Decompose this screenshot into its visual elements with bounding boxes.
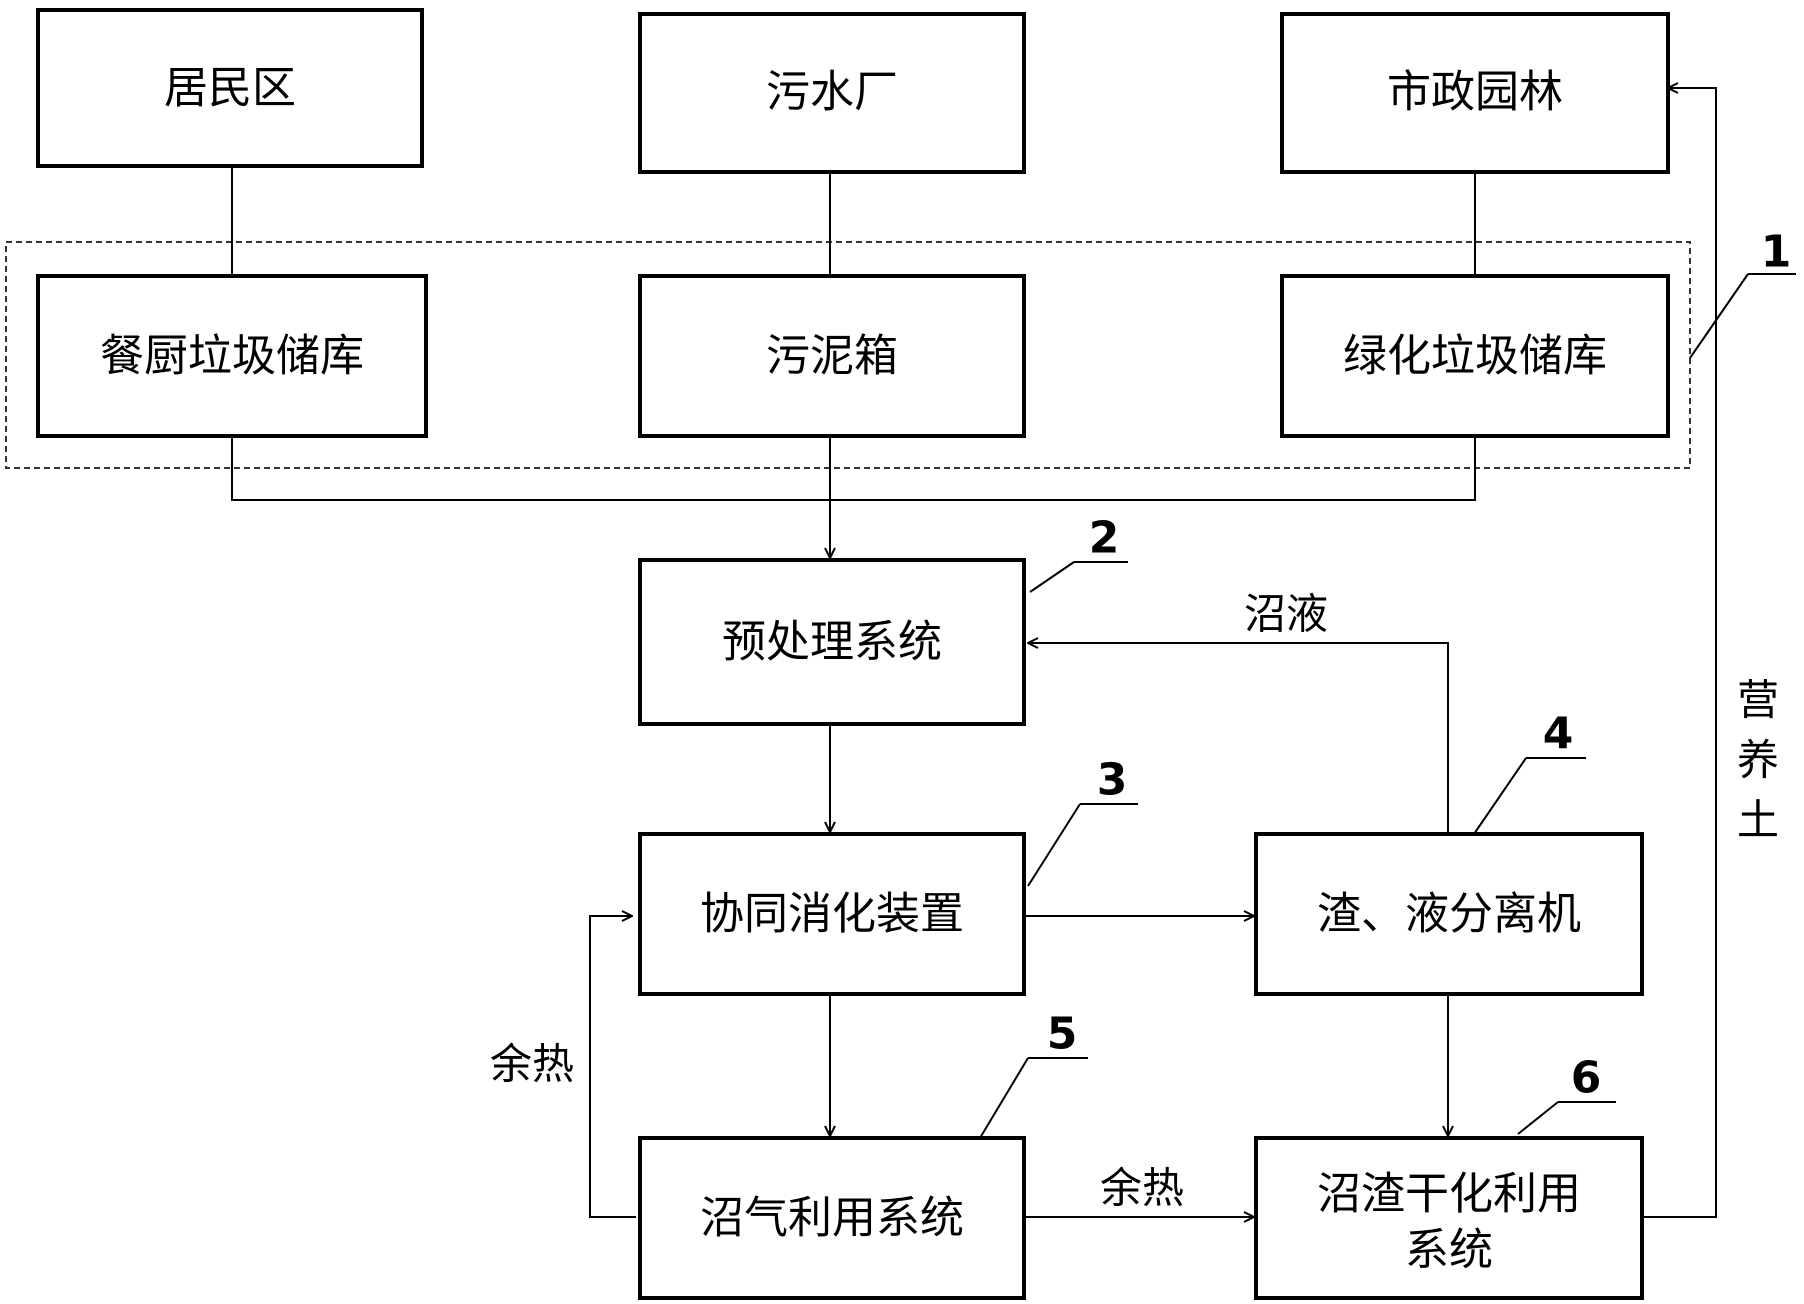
co-digestion-box[interactable]: 协同消化装置 — [638, 832, 1026, 996]
storage-group-dashed-frame — [5, 241, 1691, 469]
nutrient-soil-char-3: 土 — [1737, 796, 1779, 845]
collector-line — [231, 436, 1476, 501]
callout-3-leader — [1027, 803, 1081, 887]
nutrient-soil-char-1: 营 — [1737, 676, 1779, 725]
biogas-utilization-label: 沼气利用系统 — [700, 1193, 964, 1244]
sludge-tank-label: 污泥箱 — [766, 331, 898, 382]
residue-drying-label-line1: 沼渣干化利用 — [1317, 1169, 1581, 1220]
arrow-biogas-liquid-return — [1028, 643, 1449, 832]
municipal-garden-box[interactable]: 市政园林 — [1280, 12, 1670, 174]
callout-2-leader — [1029, 561, 1075, 593]
green-waste-storage-box[interactable]: 绿化垃圾储库 — [1280, 274, 1670, 438]
waste-heat-left-label: 余热 — [490, 1040, 574, 1089]
municipal-garden-label: 市政园林 — [1387, 67, 1563, 118]
callout-6-leader — [1517, 1101, 1559, 1135]
biogas-utilization-box[interactable]: 沼气利用系统 — [638, 1136, 1026, 1300]
callout-5-leader — [979, 1057, 1029, 1139]
arrow-waste-heat-return — [589, 916, 636, 1218]
residential-label: 居民区 — [164, 63, 296, 114]
separator-label: 渣、液分离机 — [1317, 889, 1581, 940]
callout-2-number: 2 — [1089, 513, 1120, 564]
green-waste-storage-label: 绿化垃圾储库 — [1343, 331, 1607, 382]
callout-3-number: 3 — [1097, 755, 1128, 806]
callout-leaders — [979, 273, 1796, 1139]
arrow-nutrient-soil — [1642, 88, 1717, 1218]
callout-4-number: 4 — [1543, 709, 1574, 760]
sludge-tank-box[interactable]: 污泥箱 — [638, 274, 1026, 438]
residue-drying-label-line2: 系统 — [1405, 1225, 1493, 1276]
residue-drying-box[interactable]: 沼渣干化利用 系统 — [1254, 1136, 1644, 1300]
callout-1-leader — [1689, 273, 1749, 359]
kitchen-waste-storage-box[interactable]: 餐厨垃圾储库 — [36, 274, 428, 438]
sewage-plant-box[interactable]: 污水厂 — [638, 12, 1026, 174]
callout-6-number: 6 — [1571, 1053, 1602, 1104]
nutrient-soil-char-2: 养 — [1737, 736, 1779, 785]
callout-1-number: 1 — [1761, 227, 1792, 278]
residential-box[interactable]: 居民区 — [36, 8, 424, 168]
callout-4-leader — [1473, 757, 1527, 835]
callout-5-number: 5 — [1047, 1009, 1078, 1060]
pretreatment-label: 预处理系统 — [722, 617, 942, 668]
sewage-plant-label: 污水厂 — [766, 67, 898, 118]
co-digestion-label: 协同消化装置 — [700, 889, 964, 940]
waste-heat-bottom-label: 余热 — [1100, 1164, 1184, 1213]
pretreatment-box[interactable]: 预处理系统 — [638, 558, 1026, 726]
kitchen-waste-storage-label: 餐厨垃圾储库 — [100, 331, 364, 382]
separator-box[interactable]: 渣、液分离机 — [1254, 832, 1644, 996]
biogas-liquid-label: 沼液 — [1244, 590, 1328, 639]
